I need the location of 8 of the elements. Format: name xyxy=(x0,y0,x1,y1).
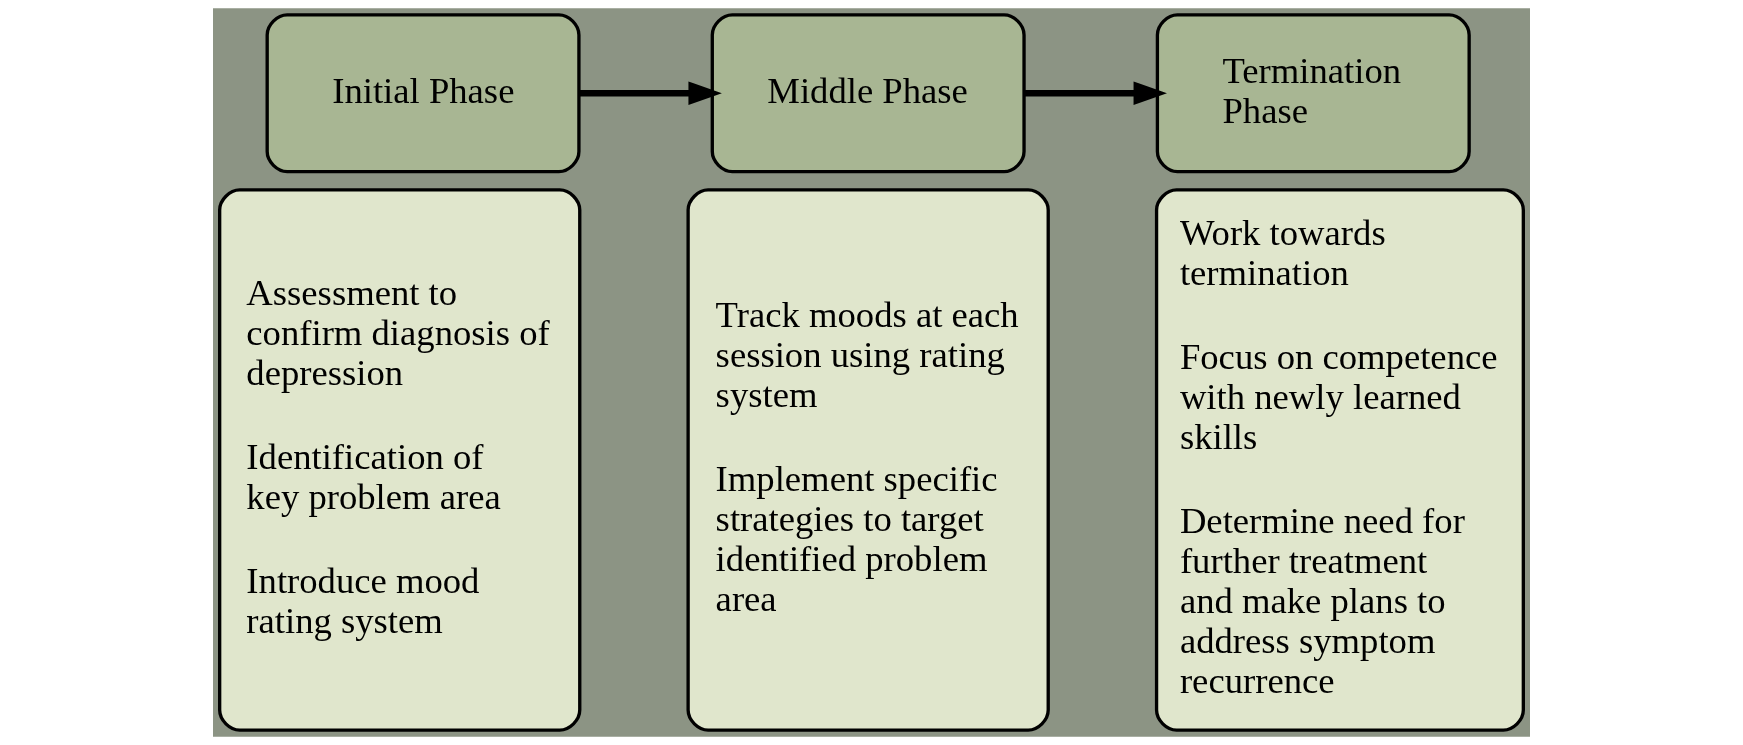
arrow xyxy=(579,81,722,105)
node-box: Termination Phase xyxy=(1155,13,1471,174)
node-box: Initial Phase xyxy=(265,13,581,174)
node-box: Work towards termination Focus on competence with newly learned skills Determine need for further treatment and make plans to address symptom recurrence xyxy=(1154,188,1525,732)
node-box: Track moods at each session using rating system Implement specific strategies to target identified problem area xyxy=(686,188,1050,732)
node-box: Middle Phase xyxy=(710,13,1026,174)
arrow xyxy=(1024,81,1167,105)
node-box: Assessment to confirm diagnosis of depression Identification of key problem area Introduce mood rating system xyxy=(218,188,582,732)
